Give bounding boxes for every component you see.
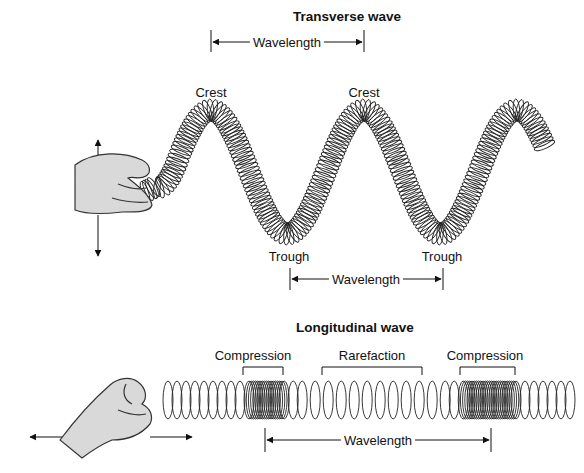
coil-loop — [190, 381, 200, 419]
coil-loop — [511, 381, 521, 419]
coil-loop — [311, 173, 334, 187]
hand-longitudinal — [60, 378, 152, 458]
coil-loop — [217, 381, 227, 419]
coil-loop — [504, 381, 514, 419]
coil-loop — [235, 381, 245, 419]
coil-loop — [181, 381, 191, 419]
part-label: Trough — [419, 249, 466, 264]
coil-loop — [238, 164, 261, 178]
part-label: Rarefaction — [336, 348, 408, 363]
coil-loop — [507, 381, 517, 419]
coil-loop — [273, 381, 283, 419]
coil-loop — [440, 381, 450, 419]
wave-title: Longitudinal wave — [293, 320, 417, 335]
coil-loop — [547, 381, 557, 419]
wave-title: Transverse wave — [290, 9, 404, 24]
coil-loop — [310, 381, 320, 419]
coil-loop — [313, 169, 336, 183]
dimension-label: Wavelength — [341, 433, 415, 448]
coil-loop — [288, 381, 298, 419]
coil-loop — [427, 381, 437, 419]
coil-loop — [216, 115, 238, 132]
coil-loop — [369, 115, 391, 132]
coil-loop — [389, 160, 412, 174]
coil-loop — [522, 115, 544, 132]
coil-loop — [362, 381, 372, 419]
coil-loop — [279, 381, 289, 419]
coil-loop — [466, 169, 489, 183]
coil-loop — [236, 160, 259, 174]
coil-loop — [275, 381, 285, 419]
coil-loop — [172, 381, 182, 419]
coil-loop — [509, 381, 519, 419]
coil-loop — [314, 166, 337, 180]
part-label: Crest — [192, 85, 229, 100]
coil-loop — [293, 212, 315, 229]
part-label: Crest — [345, 85, 382, 100]
coil-loop — [297, 381, 307, 419]
part-label: Compression — [444, 348, 527, 363]
coil-loop — [449, 381, 459, 419]
coil-loop — [520, 381, 530, 419]
coil-loop — [336, 381, 346, 419]
coil-loop — [349, 381, 359, 419]
dimension-label: Wavelength — [250, 35, 324, 50]
coil-loop — [163, 381, 173, 419]
coil-loop — [226, 381, 236, 419]
dimension-label: Wavelength — [329, 272, 403, 287]
coil-loop — [401, 381, 411, 419]
coil-loop — [164, 159, 187, 173]
spring-coils — [138, 99, 575, 419]
coil-loop — [388, 157, 411, 171]
part-label: Compression — [212, 348, 295, 363]
coil-loop — [538, 381, 548, 419]
coil-loop — [446, 212, 468, 229]
coil-loop — [529, 381, 539, 419]
coil-loop — [464, 173, 487, 187]
part-label: Trough — [266, 249, 313, 264]
hand-transverse — [75, 154, 152, 213]
coil-loop — [388, 381, 398, 419]
coil-loop — [414, 381, 424, 419]
coil-loop — [199, 381, 209, 419]
coil-loop — [467, 166, 490, 180]
coil-loop — [277, 381, 287, 419]
coil-loop — [323, 381, 333, 419]
dimension-lines — [30, 30, 515, 452]
coil-loop — [565, 381, 575, 419]
coil-loop — [556, 381, 566, 419]
coil-loop — [235, 157, 258, 171]
coil-loop — [375, 381, 385, 419]
coil-loop — [391, 164, 414, 178]
coil-loop — [208, 381, 218, 419]
coil-loop — [533, 138, 556, 153]
